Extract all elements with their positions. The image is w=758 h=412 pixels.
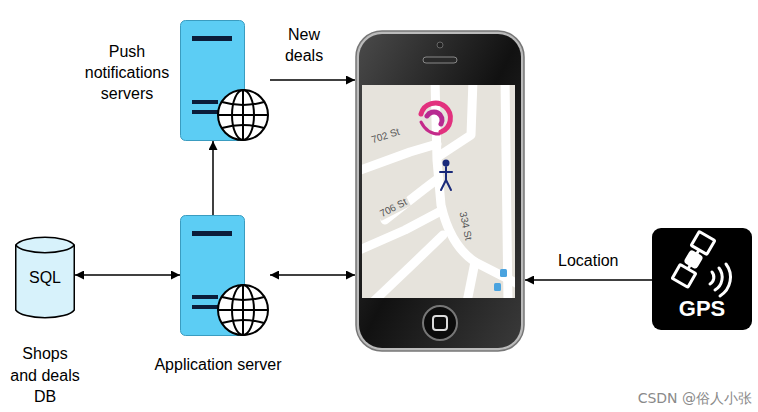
server-icon: Push notifications servers [180, 20, 270, 141]
edge-label: Location [556, 251, 621, 272]
db-label: SQL [15, 268, 75, 287]
connector-arrow [270, 274, 355, 276]
connector-arrow [212, 141, 214, 215]
database-cylinder: SQLShops and deals DB [15, 235, 75, 320]
connector-arrow [75, 274, 180, 276]
server-label: Application server [153, 355, 283, 376]
edge-label: New deals [272, 25, 336, 67]
smartphone-shape [355, 30, 525, 352]
server-icon-shape [180, 20, 270, 141]
watermark: CSDN @俗人小张 [638, 390, 752, 408]
server-label: Push notifications servers [80, 42, 174, 104]
connector-arrow [525, 279, 652, 281]
gps-label: GPS [652, 298, 752, 320]
connector-arrow [270, 79, 355, 81]
server-icon: Application server [180, 215, 270, 336]
server-icon-shape [180, 215, 270, 336]
db-caption: Shops and deals DB [8, 343, 82, 408]
gps-icon: GPS [652, 228, 752, 330]
smartphone: 702 St706 St334 St [355, 30, 525, 352]
